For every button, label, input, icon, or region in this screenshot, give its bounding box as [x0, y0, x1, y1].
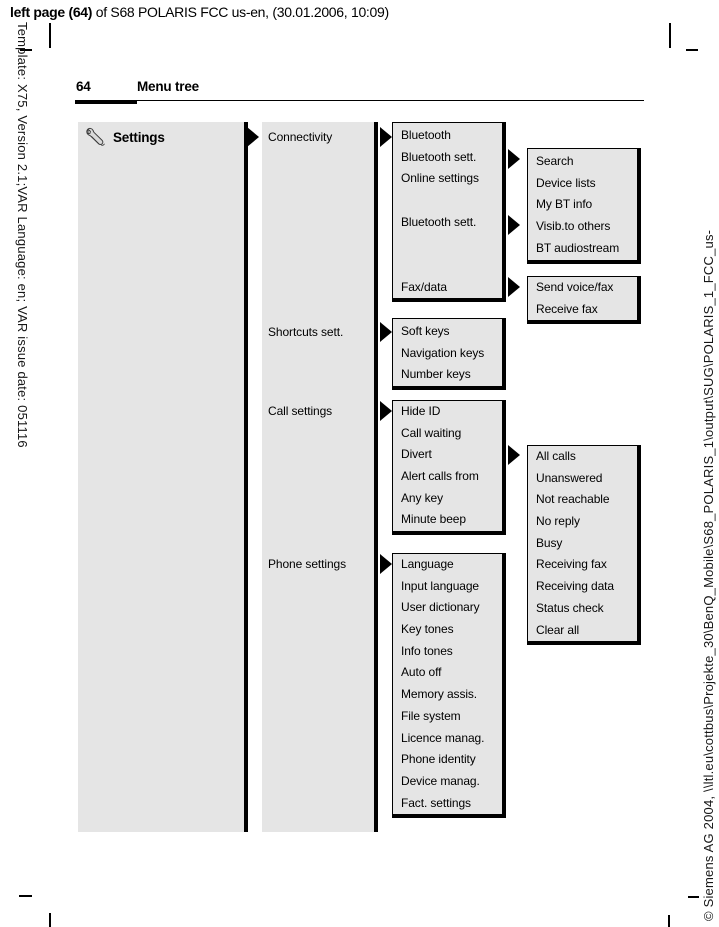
tree-column-settings: Settings	[78, 122, 248, 832]
box-fax-data: Send voice/fax Receive fax	[527, 276, 641, 324]
menu-item: Device manag.	[401, 773, 480, 788]
arrow-right-icon	[247, 127, 259, 147]
crop-mark-top-left-tick	[49, 23, 51, 48]
menu-item: User dictionary	[401, 600, 480, 615]
menu-item: Hide ID	[401, 404, 441, 418]
settings-root-label: Settings	[113, 130, 165, 145]
menu-item: File system	[401, 708, 461, 723]
menu-item: Language	[401, 557, 454, 571]
menu-item: Minute beep	[401, 512, 466, 527]
menu-item: Not reachable	[536, 492, 610, 507]
arrow-right-icon	[508, 277, 520, 297]
menu-item: Fax/data	[401, 279, 447, 294]
menu-item: Bluetooth sett.	[401, 149, 477, 164]
menu-item: Alert calls from	[401, 469, 479, 484]
box-bluetooth-settings: Search Device lists My BT info Visib.to …	[527, 148, 641, 264]
page-number: 64	[76, 79, 91, 94]
menu-item: Soft keys	[401, 324, 450, 338]
menu-item: Auto off	[401, 665, 442, 680]
menu-item: My BT info	[536, 197, 593, 212]
arrow-right-icon	[508, 149, 520, 169]
menu-item: Clear all	[536, 622, 580, 637]
level2-item-phone-settings: Phone settings	[268, 557, 346, 571]
right-margin-copyright-text: © Siemens AG 2004, \\ltl.eu\cottbus\Proj…	[701, 229, 716, 921]
arrow-right-icon	[380, 554, 392, 574]
menu-item: All calls	[536, 449, 576, 463]
menu-item: Memory assis.	[401, 687, 478, 702]
crop-mark-top-right-dash	[686, 49, 698, 51]
menu-item: Divert	[401, 447, 432, 462]
menu-item: Bluetooth sett.	[401, 214, 477, 229]
arrow-right-icon	[380, 322, 392, 342]
menu-item: Receiving fax	[536, 557, 607, 572]
menu-item: Key tones	[401, 622, 454, 637]
menu-item: Any key	[401, 490, 443, 505]
level2-item-call-settings: Call settings	[268, 404, 333, 418]
crop-mark-bottom-left-tick	[49, 913, 51, 927]
box-call-settings-items: Hide ID Call waiting Divert Alert calls …	[392, 400, 506, 535]
print-proof-header-info: of S68 POLARIS FCC us-en, (30.01.2006, 1…	[92, 4, 389, 20]
menu-item: Phone identity	[401, 752, 476, 767]
box-phone-settings-items: Language Input language User dictionary …	[392, 553, 506, 818]
box-divert-items: All calls Unanswered Not reachable No re…	[527, 445, 641, 645]
print-proof-header-page: left page (64)	[10, 4, 93, 20]
arrow-right-icon	[380, 401, 392, 421]
menu-item: No reply	[536, 514, 580, 529]
menu-item: Receive fax	[536, 301, 598, 316]
header-rule-thin	[137, 100, 644, 102]
box-shortcuts-items: Soft keys Navigation keys Number keys	[392, 318, 506, 390]
menu-item: Call waiting	[401, 425, 462, 440]
arrow-right-icon	[508, 445, 520, 465]
print-proof-header: left page (64) of S68 POLARIS FCC us-en,…	[10, 4, 389, 20]
menu-item-spacer	[393, 233, 502, 255]
menu-item: Licence manag.	[401, 730, 485, 745]
menu-item-spacer	[393, 255, 502, 277]
menu-item: Search	[536, 154, 574, 168]
crop-mark-top-right-tick	[669, 23, 671, 48]
menu-item: Send voice/fax	[536, 280, 614, 294]
menu-item: Fact. settings	[401, 795, 471, 810]
menu-item: Status check	[536, 600, 604, 615]
settings-root-item: Settings	[85, 127, 165, 148]
arrow-right-icon	[508, 215, 520, 235]
menu-item: Bluetooth	[401, 128, 451, 142]
menu-item: Receiving data	[536, 579, 614, 594]
header-rule-thick	[75, 100, 137, 104]
menu-item: Info tones	[401, 643, 453, 658]
box-connectivity-items: Bluetooth Bluetooth sett. Online setting…	[392, 122, 506, 302]
wrench-icon	[86, 127, 105, 146]
menu-item: Unanswered	[536, 470, 603, 485]
menu-item: Device lists	[536, 175, 596, 190]
page-title: Menu tree	[137, 79, 199, 94]
menu-item-spacer	[393, 190, 502, 212]
crop-mark-top-left-dash	[20, 49, 32, 51]
menu-item: Number keys	[401, 367, 471, 382]
tree-column-level2: Connectivity Shortcuts sett. Call settin…	[262, 122, 378, 832]
menu-item: BT audiostream	[536, 240, 620, 255]
menu-item: Input language	[401, 578, 480, 593]
left-margin-template-text: Template: X75, Version 2.1;VAR Language:…	[15, 22, 30, 448]
menu-item: Visib.to others	[536, 219, 611, 234]
crop-mark-bottom-left-dash	[19, 895, 32, 897]
menu-item: Online settings	[401, 171, 479, 186]
arrow-right-icon	[380, 127, 392, 147]
level2-item-connectivity: Connectivity	[268, 130, 333, 144]
crop-mark-bottom-right-dash	[688, 896, 699, 898]
menu-item: Navigation keys	[401, 345, 485, 360]
menu-item: Busy	[536, 535, 563, 550]
level2-item-shortcuts: Shortcuts sett.	[268, 325, 344, 339]
crop-mark-bottom-right-tick	[668, 915, 670, 927]
